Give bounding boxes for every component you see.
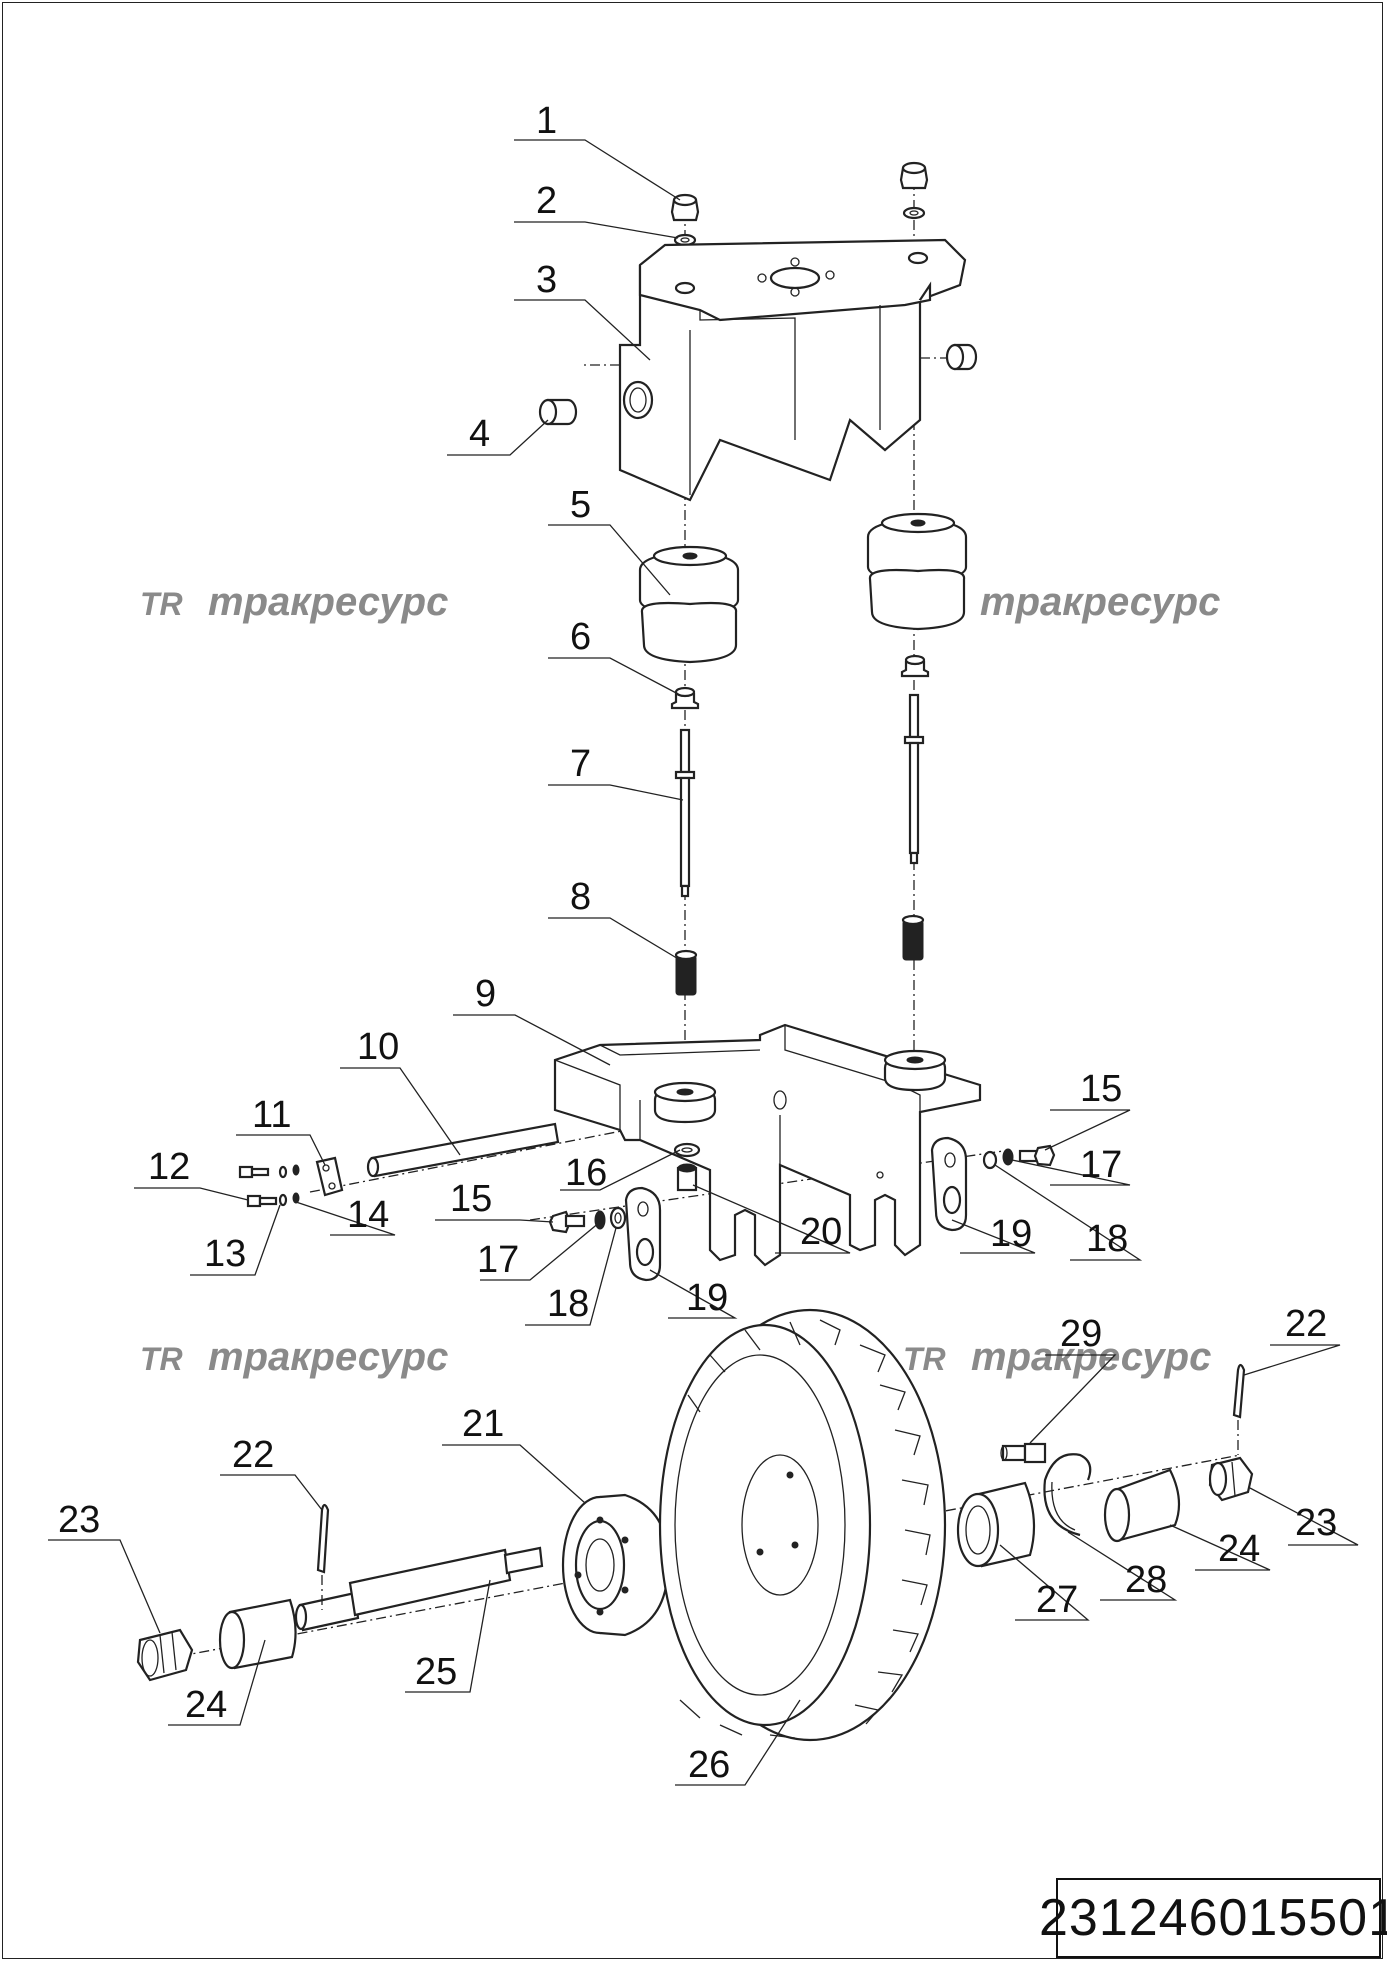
callout-18-right: 18 [1086, 1218, 1128, 1260]
callout-15-right: 15 [1080, 1068, 1122, 1110]
callout-19-left: 19 [686, 1277, 728, 1319]
wheel-hub-21 [561, 1493, 670, 1637]
callout-2: 2 [536, 180, 557, 222]
callout-22-right: 22 [1285, 1303, 1327, 1345]
callout-14: 14 [347, 1194, 389, 1236]
washer-2-right [902, 206, 926, 220]
callout-23-right: 23 [1295, 1502, 1337, 1544]
plate-19-left [624, 1186, 662, 1282]
callout-20: 20 [800, 1211, 842, 1253]
callout-18-left: 18 [547, 1283, 589, 1325]
callout-5: 5 [570, 484, 591, 526]
watermark-4: TR тракресурс [903, 1335, 1211, 1379]
bushing-24-left [218, 1598, 297, 1670]
grease-fitting-29 [1000, 1442, 1047, 1464]
callout-28: 28 [1125, 1559, 1167, 1601]
callout-15-left: 15 [450, 1178, 492, 1220]
callout-22-left: 22 [232, 1434, 274, 1476]
axle-10 [366, 1122, 560, 1178]
callout-21: 21 [462, 1403, 504, 1445]
callout-9: 9 [475, 973, 496, 1015]
wheel-26 [658, 1308, 947, 1742]
callout-labels: 1 2 3 4 5 6 7 8 9 10 11 12 13 14 15 15 1… [58, 100, 1337, 1786]
bolt-15-left [548, 1210, 586, 1234]
upper-bracket-3 [618, 238, 967, 502]
callout-19-right: 19 [990, 1213, 1032, 1255]
callout-16: 16 [565, 1152, 607, 1194]
callout-24-right: 24 [1218, 1528, 1260, 1570]
nut-1 [670, 193, 700, 222]
watermark-logo: TR [903, 1341, 946, 1377]
bolt-12 [246, 1194, 278, 1208]
rubber-mount-5-left [638, 545, 740, 664]
lower-frame-9 [553, 1023, 982, 1267]
callout-27: 27 [1036, 1579, 1078, 1621]
castle-nut-23-right [1208, 1456, 1254, 1502]
watermark-group: TR тракресурс TR тракресурс TR тракресур… [140, 580, 1220, 1379]
callout-4: 4 [469, 413, 490, 455]
callout-17-right: 17 [1080, 1144, 1122, 1186]
spacer-8-left [674, 949, 698, 996]
watermark-text: тракресурс [980, 580, 1220, 624]
castle-nut-23-left [136, 1628, 194, 1682]
callout-6: 6 [570, 616, 591, 658]
rubber-mount-5-right [866, 512, 968, 631]
callout-7: 7 [570, 743, 591, 785]
bushing-24-right [1103, 1468, 1181, 1543]
callout-8: 8 [570, 876, 591, 918]
bearing-27 [956, 1481, 1036, 1568]
tire-tread [679, 1319, 931, 1739]
callout-3: 3 [536, 259, 557, 301]
sleeve-6-left [670, 686, 700, 710]
callout-26: 26 [688, 1744, 730, 1786]
cotter-pin-22-left [316, 1503, 330, 1610]
bushing-4-right [945, 343, 978, 371]
watermark-text: тракресурс [208, 1335, 448, 1379]
watermark-text: тракресурс [208, 580, 448, 624]
callout-23-left: 23 [58, 1499, 100, 1541]
plate-11 [315, 1156, 344, 1197]
callout-13: 13 [204, 1233, 246, 1275]
watermark-logo: TR [140, 1341, 183, 1377]
callout-17-left: 17 [477, 1239, 519, 1281]
callout-24-left: 24 [185, 1684, 227, 1726]
spacer-8-right [901, 914, 925, 961]
callout-10: 10 [357, 1026, 399, 1068]
callout-1: 1 [536, 100, 557, 142]
sleeve-20 [676, 1163, 698, 1192]
document-number-box: 231246015501 [1039, 1878, 1387, 1958]
watermark-1: TR тракресурс [140, 580, 448, 624]
bolt-7-left [674, 728, 696, 898]
cotter-pin-22-right [1232, 1363, 1246, 1455]
washer-16 [673, 1142, 701, 1158]
retaining-ring-28 [1043, 1453, 1092, 1537]
callout-25: 25 [415, 1651, 457, 1693]
washers-17-18-left [594, 1206, 627, 1230]
leader-lines [48, 139, 1359, 1786]
bolt-7-right [903, 693, 925, 865]
watermark-text: тракресурс [971, 1335, 1211, 1379]
bushing-4-left [538, 398, 578, 426]
watermark-3: TR тракресурс [140, 1335, 448, 1379]
callout-11: 11 [252, 1094, 291, 1136]
callout-12: 12 [148, 1146, 190, 1188]
axle-25 [294, 1546, 544, 1632]
washers-17-18-right [982, 1148, 1014, 1170]
plate-19-right [930, 1136, 968, 1232]
nut-1-right [899, 161, 929, 190]
bolt-13 [238, 1165, 270, 1179]
callout-29: 29 [1060, 1313, 1102, 1355]
bolt-15-right [1018, 1144, 1056, 1167]
sleeve-6-right [900, 654, 930, 678]
washers-14 [278, 1164, 300, 1207]
watermark-logo: TR [140, 586, 183, 622]
